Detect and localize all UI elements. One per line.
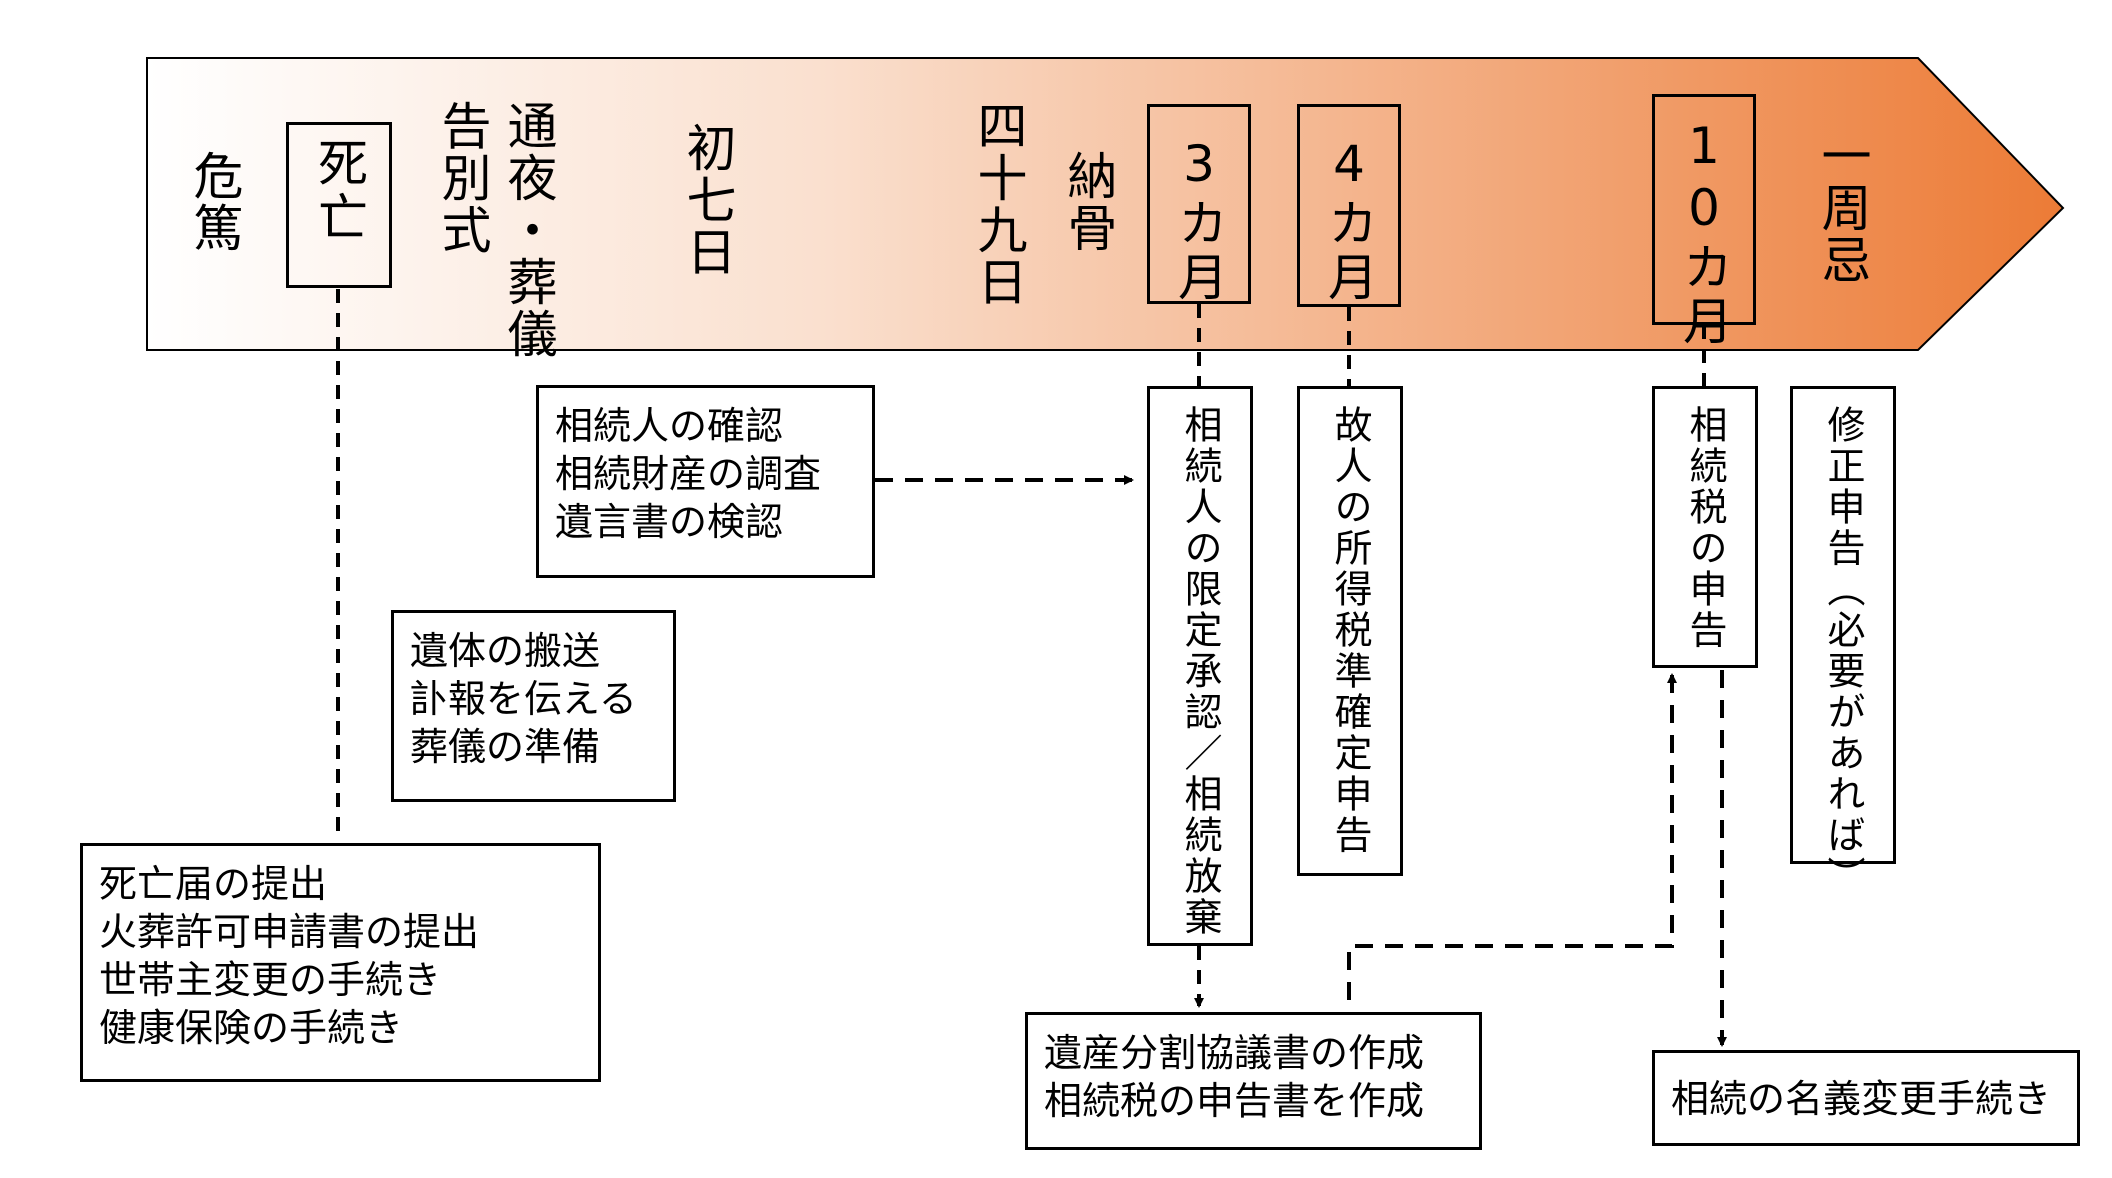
connector-bunkatsu-up xyxy=(1347,673,1677,1000)
box-isshuuki-task: 修正申告（必要があれば） xyxy=(1790,386,1896,897)
label-4m-box: 4カ月 xyxy=(1297,104,1401,307)
box-month10-task: 相続税の申告 xyxy=(1652,386,1758,668)
label-tsuya-sougi: 通夜・葬儀 xyxy=(499,100,558,360)
label-isshuuki: 一周忌 xyxy=(1813,130,1872,286)
box-shibou-tasks: 死亡届の提出 火葬許可申請書の提出 世帯主変更の手続き 健康保険の手続き xyxy=(80,843,601,1082)
label-10m-box: 10カ月 xyxy=(1652,94,1756,349)
connectors xyxy=(336,289,1727,1047)
box-month4-task: 故人の所得税準確定申告 xyxy=(1297,386,1403,876)
box-sougi-tasks: 遺体の搬送 訃報を伝える 葬儀の準備 xyxy=(391,610,676,802)
label-shibou: 死亡 xyxy=(310,137,368,245)
box-month3-task: 相続人の限定承認／相続放棄 xyxy=(1147,386,1253,946)
label-shijuukunichi: 四十九日 xyxy=(969,100,1028,308)
label-shonanoka: 初七日 xyxy=(678,122,737,278)
label-noukotsu: 納骨 xyxy=(1059,150,1118,254)
label-4m: 4カ月 xyxy=(1320,135,1378,305)
label-kitoku: 危篤 xyxy=(185,150,244,254)
timeline-arrow xyxy=(146,57,2065,351)
label-10m: 10カ月 xyxy=(1675,117,1733,349)
box-bunkatsu-tasks: 遺産分割協議書の作成 相続税の申告書を作成 xyxy=(1025,1012,1482,1150)
label-3m: 3カ月 xyxy=(1170,135,1228,305)
box-meigi-task: 相続の名義変更手続き xyxy=(1652,1050,2080,1146)
label-kokubetsushiki: 告別式 xyxy=(433,100,492,256)
label-3m-box: 3カ月 xyxy=(1147,104,1251,305)
box-shonanoka-tasks: 相続人の確認 相続財産の調査 遺言書の検認 xyxy=(536,385,875,578)
label-shibou-box: 死亡 xyxy=(286,122,392,288)
